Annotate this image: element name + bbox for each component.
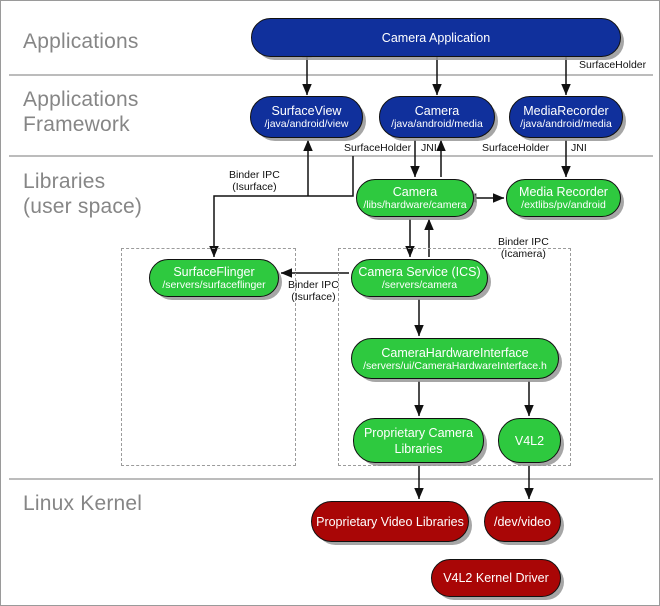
dashed-group-surfaceflinger bbox=[121, 248, 296, 466]
node-subtitle: /servers/surfaceflinger bbox=[162, 279, 266, 291]
layer-dividers bbox=[9, 74, 653, 480]
node-title: SurfaceFlinger bbox=[173, 265, 255, 279]
edge-label-binder-ipc-isurface-mid: Binder IPC (Isurface) bbox=[288, 279, 339, 303]
node-dev-video[interactable]: /dev/video bbox=[484, 501, 561, 542]
node-title: Camera bbox=[414, 104, 460, 118]
node-camera-hal-lib[interactable]: Camera /libs/hardware/camera bbox=[356, 179, 474, 217]
node-subtitle: /servers/camera bbox=[381, 279, 458, 291]
node-camera-application[interactable]: Camera Application bbox=[251, 18, 621, 57]
node-title: V4L2 Kernel Driver bbox=[443, 571, 549, 585]
node-v4l2-kernel-driver[interactable]: V4L2 Kernel Driver bbox=[431, 559, 561, 597]
node-surfaceflinger[interactable]: SurfaceFlinger /servers/surfaceflinger bbox=[149, 259, 279, 297]
node-title: SurfaceView bbox=[271, 104, 342, 118]
node-title: Camera bbox=[392, 185, 438, 199]
node-subtitle: /java/android/media bbox=[391, 118, 483, 130]
node-camera-service[interactable]: Camera Service (ICS) /servers/camera bbox=[351, 259, 488, 297]
node-subtitle: /servers/ui/CameraHardwareInterface.h bbox=[363, 359, 547, 372]
node-media-recorder-lib[interactable]: Media Recorder /extlibs/pv/android bbox=[506, 179, 621, 217]
node-title: Camera Application bbox=[381, 30, 491, 45]
node-camera-hardware-interface[interactable]: CameraHardwareInterface /servers/ui/Came… bbox=[351, 338, 559, 379]
node-title: /dev/video bbox=[494, 514, 551, 529]
node-subtitle: /java/android/media bbox=[520, 118, 612, 130]
node-subtitle: /extlibs/pv/android bbox=[521, 199, 606, 211]
node-proprietary-video-libraries[interactable]: Proprietary Video Libraries bbox=[311, 501, 469, 542]
node-v4l2[interactable]: V4L2 bbox=[498, 418, 561, 463]
edge-label-surfaceholder-app-mediarecorder: SurfaceHolder bbox=[579, 59, 647, 71]
node-title: CameraHardwareInterface bbox=[381, 345, 529, 360]
edge-label-surfaceholder-camera-framework: SurfaceHolder bbox=[344, 142, 412, 154]
arrows bbox=[209, 45, 571, 500]
node-proprietary-camera-libraries[interactable]: Proprietary Camera Libraries bbox=[353, 418, 484, 463]
layer-label-applications: Applications bbox=[23, 30, 139, 53]
node-mediarecorder[interactable]: MediaRecorder /java/android/media bbox=[509, 96, 623, 138]
dashed-group-camera-service bbox=[338, 248, 571, 466]
node-title: MediaRecorder bbox=[523, 104, 609, 118]
edge-label-binder-ipc-isurface-top: Binder IPC (Isurface) bbox=[229, 169, 280, 193]
layer-label-libraries: Libraries (user space) bbox=[23, 170, 143, 218]
edge-label-binder-ipc-icamera: Binder IPC (Icamera) bbox=[498, 236, 549, 260]
edge-label-surfaceholder-mediarecorder: SurfaceHolder bbox=[482, 142, 550, 154]
node-surfaceview[interactable]: SurfaceView /java/android/view bbox=[250, 96, 363, 138]
layer-label-applications-framework: Applications Framework bbox=[23, 88, 139, 136]
node-title: Proprietary Camera Libraries bbox=[363, 425, 474, 456]
node-title: V4L2 bbox=[514, 433, 545, 448]
edge-label-jni-mediarecorder: JNI bbox=[571, 142, 587, 154]
node-title: Camera Service (ICS) bbox=[358, 265, 481, 279]
node-title: Proprietary Video Libraries bbox=[316, 514, 464, 529]
node-subtitle: /libs/hardware/camera bbox=[363, 199, 467, 211]
edge-label-jni-camera-framework: JNI bbox=[421, 142, 437, 154]
layer-label-linux-kernel: Linux Kernel bbox=[23, 492, 143, 515]
node-camera-framework[interactable]: Camera /java/android/media bbox=[379, 96, 495, 138]
node-subtitle: /java/android/view bbox=[264, 118, 349, 130]
node-title: Media Recorder bbox=[519, 185, 608, 199]
